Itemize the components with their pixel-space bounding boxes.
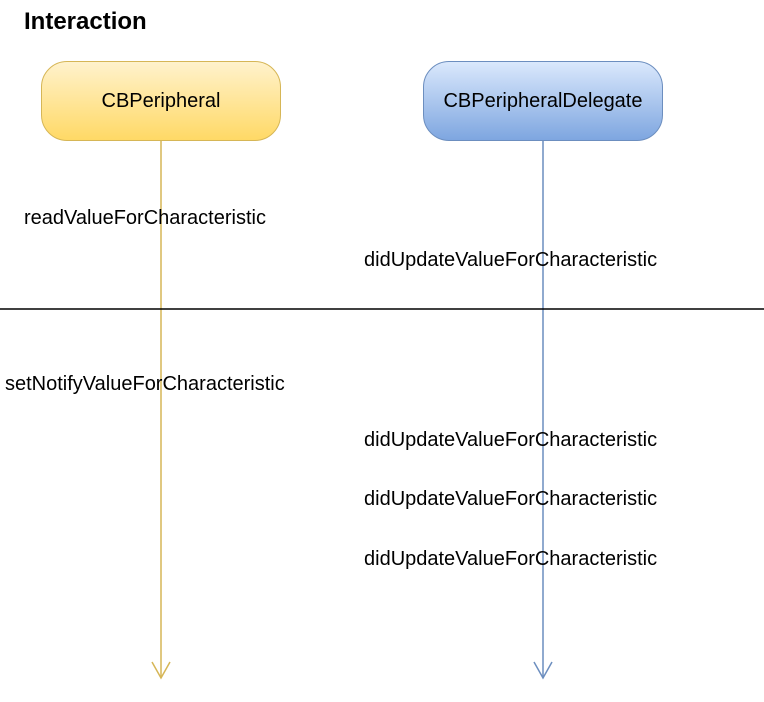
- message-did-update-value-4: didUpdateValueForCharacteristic: [364, 548, 658, 570]
- message-set-notify-value: setNotifyValueForCharacteristic: [5, 373, 285, 395]
- message-did-update-value-1: didUpdateValueForCharacteristic: [364, 249, 658, 271]
- message-read-value: readValueForCharacteristic: [24, 207, 266, 229]
- cbperipheral-label: CBPeripheral: [101, 89, 221, 112]
- message-did-update-value-3: didUpdateValueForCharacteristic: [364, 488, 658, 510]
- delegate-arrowhead: [533, 661, 553, 680]
- cbperipheraldelegate-label: CBPeripheralDelegate: [443, 89, 643, 112]
- cbperipheraldelegate-node: CBPeripheralDelegate: [423, 61, 663, 141]
- peripheral-arrowhead: [151, 661, 171, 680]
- message-did-update-value-2: didUpdateValueForCharacteristic: [364, 429, 658, 451]
- diagram-title: Interaction: [24, 8, 147, 35]
- cbperipheral-node: CBPeripheral: [41, 61, 281, 141]
